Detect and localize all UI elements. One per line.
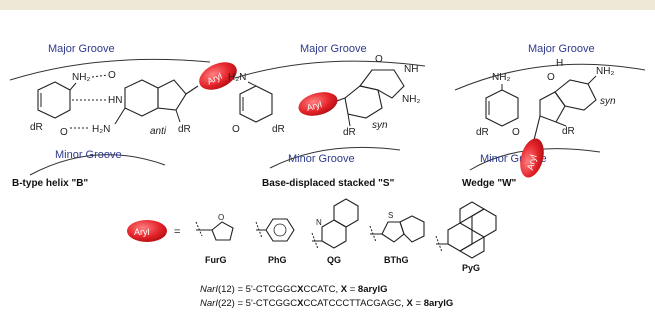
substituent-label: PyG bbox=[462, 263, 480, 273]
aryl-oval-w bbox=[520, 138, 544, 178]
imidazole-ring-w bbox=[539, 91, 566, 123]
h2n-label: H₂N bbox=[92, 124, 110, 135]
groove-curve-b-top bbox=[9, 58, 211, 81]
dR-label: dR bbox=[562, 126, 575, 137]
major-groove-label-w: Major Groove bbox=[528, 43, 595, 55]
bond bbox=[533, 115, 541, 141]
h2n-label: H₂N bbox=[228, 72, 246, 83]
bond bbox=[175, 109, 181, 123]
aryl-label: Aryl bbox=[525, 154, 539, 172]
syn-label: syn bbox=[600, 96, 616, 107]
substituent-label: FurG bbox=[205, 255, 227, 265]
svg-text:N: N bbox=[316, 218, 322, 227]
quinolinyl-structure: N bbox=[311, 198, 359, 250]
amine-label: NH₂ bbox=[72, 72, 90, 83]
anti-label: anti bbox=[150, 126, 167, 137]
guanine-ring-b bbox=[124, 79, 159, 117]
sequence-line: NarI(12) = 5'-CTCGGCXCCATC, X = 8arylG bbox=[200, 284, 388, 295]
minor-groove-label-s: Minor Groove bbox=[288, 153, 355, 165]
equals-sign: = bbox=[174, 226, 180, 238]
cytosine-ring-s bbox=[239, 85, 273, 123]
groove-curve-s-bottom bbox=[269, 146, 401, 169]
caption-w: Wedge "W" bbox=[462, 178, 517, 189]
hn-label: HN bbox=[108, 95, 122, 106]
nh-label: NH bbox=[404, 64, 418, 75]
oxygen-label: O bbox=[60, 127, 68, 138]
groove-curve-w-top bbox=[454, 63, 646, 91]
substituent-label: BThG bbox=[384, 255, 409, 265]
cytosine-ring-w bbox=[485, 89, 519, 127]
syn-label: syn bbox=[372, 120, 388, 131]
bond bbox=[587, 75, 597, 85]
svg-text:S: S bbox=[388, 211, 393, 220]
panel-b-type-helix: Major Groove Minor Groove NH₂ dR O O HN … bbox=[9, 43, 237, 189]
substituent-label: PhG bbox=[268, 255, 287, 265]
svg-text:O: O bbox=[218, 213, 224, 222]
phenyl-structure bbox=[255, 218, 295, 242]
dR-label: dR bbox=[343, 127, 356, 138]
dR-label: dR bbox=[178, 124, 191, 135]
benzothienyl-structure: S bbox=[369, 211, 425, 243]
major-groove-label-s: Major Groove bbox=[300, 43, 367, 55]
amine-label: NH₂ bbox=[402, 94, 420, 105]
sequence-line: NarI(22) = 5'-CTCGGCXCCATCCCTTACGAGC, X … bbox=[200, 298, 453, 309]
aryl-label: Aryl bbox=[134, 227, 150, 237]
furyl-structure: O bbox=[195, 213, 234, 241]
aryl-oval-legend bbox=[127, 220, 167, 242]
bond bbox=[555, 121, 567, 127]
h-label: H bbox=[556, 58, 563, 69]
aryl-substituents: Aryl = O FurG PhG N QG bbox=[127, 198, 497, 273]
bond bbox=[69, 82, 77, 91]
minor-groove-label-b: Minor Groove bbox=[55, 149, 122, 161]
amine-label: NH₂ bbox=[596, 66, 614, 77]
caption-s: Base-displaced stacked "S" bbox=[262, 178, 395, 189]
guanine-ring-s bbox=[359, 69, 405, 99]
dR-label: dR bbox=[476, 127, 489, 138]
aryl-oval-s bbox=[298, 92, 338, 116]
sequence-definitions: NarI(12) = 5'-CTCGGCXCCATC, X = 8arylG N… bbox=[200, 284, 453, 309]
dR-label: dR bbox=[272, 124, 285, 135]
panel-wedge: Major Groove Minor Groove NH₂ dR O O H N… bbox=[454, 43, 646, 189]
bond bbox=[347, 113, 351, 127]
oxygen-label: O bbox=[512, 127, 520, 138]
dR-label: dR bbox=[30, 122, 43, 133]
oxygen-label: O bbox=[108, 70, 116, 81]
oxygen-label: O bbox=[375, 54, 383, 65]
aryl-label: Aryl bbox=[305, 99, 323, 113]
panel-base-displaced-stacked: Major Groove Minor Groove H₂N O dR O NH … bbox=[228, 43, 426, 189]
cytosine-ring-b bbox=[37, 81, 71, 119]
substituent-label: QG bbox=[327, 255, 341, 265]
oxygen-label: O bbox=[232, 124, 240, 135]
bond bbox=[247, 81, 257, 87]
amine-label: NH₂ bbox=[492, 72, 510, 83]
imidazole-ring-b bbox=[157, 79, 187, 111]
pyrenyl-structure bbox=[435, 201, 497, 259]
bond bbox=[185, 85, 199, 95]
h-bond bbox=[91, 74, 109, 78]
groove-curve-b-bottom bbox=[29, 154, 166, 176]
caption-b: B-type helix "B" bbox=[12, 178, 88, 189]
imidazole-ring-s bbox=[344, 85, 383, 119]
oxygen-label: O bbox=[547, 72, 555, 83]
major-groove-label-b: Major Groove bbox=[48, 43, 115, 55]
groove-curve-s-top bbox=[234, 60, 426, 79]
guanine-ring-w bbox=[554, 79, 597, 111]
top-bar bbox=[0, 0, 655, 10]
bond bbox=[114, 107, 126, 125]
aryl-oval-b bbox=[199, 62, 237, 90]
